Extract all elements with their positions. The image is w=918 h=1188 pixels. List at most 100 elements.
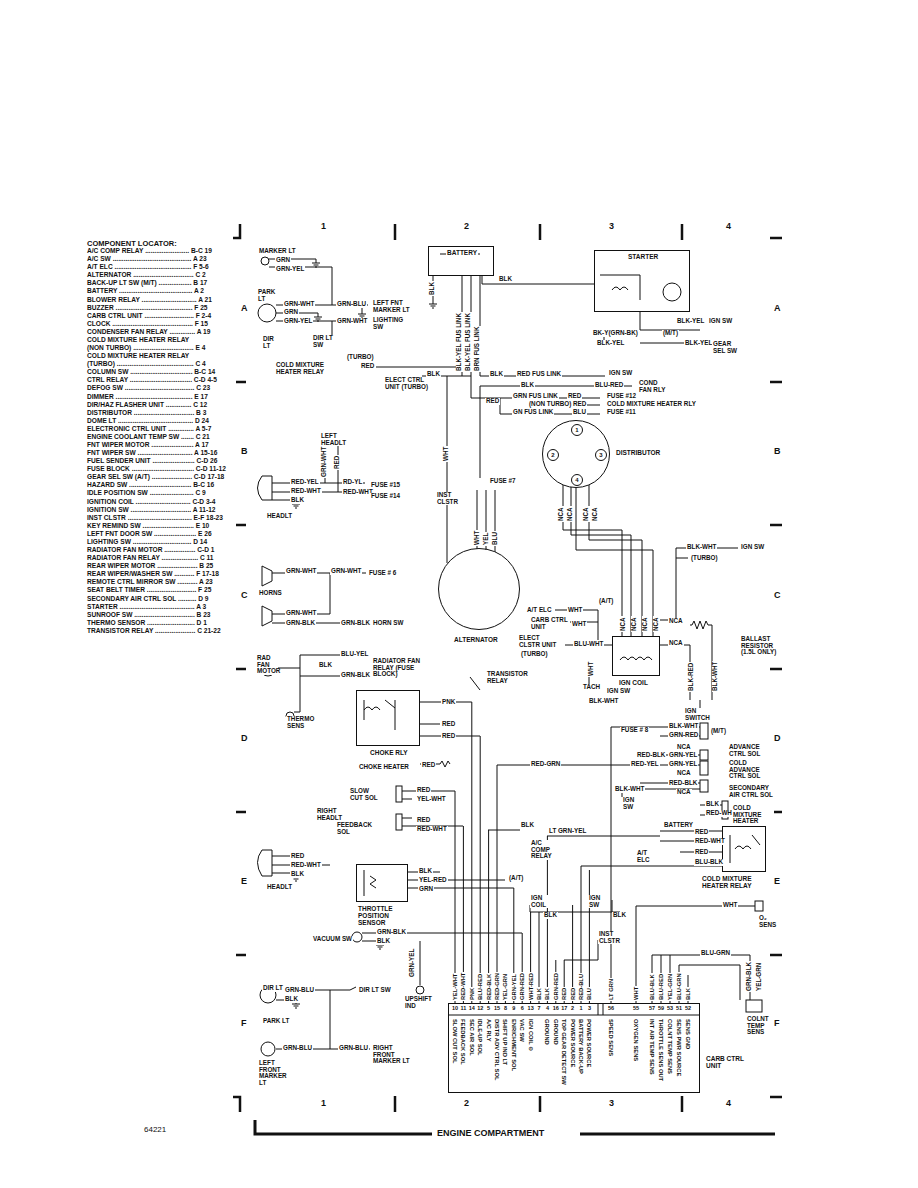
wire-label: (M/T) [710,728,727,735]
wire-label: RED-WHT [342,489,374,496]
wire-label: NCA [620,616,627,632]
pin-number: 3 [587,1006,592,1012]
wire-connector [482,276,594,284]
wire-label: GRN [283,309,299,316]
component-name: COLD MIXTURE HEATER RELAY [701,876,769,890]
wire-label: BLK-WHT [712,661,719,692]
wire-label: HEADLT [266,884,293,891]
sensor-symbol [364,870,376,896]
pin-number: 2 [570,1006,575,1012]
wire-label: BLU [572,409,587,416]
wire-label: RED-YEL [290,479,320,486]
wire-label: FUSE # 8 [620,727,649,734]
wire-label: NCA [567,506,574,522]
ignition-coil-box: IGN COIL [612,636,660,676]
lamp-symbol [261,257,269,265]
wire-label: RED-YEL [630,761,660,768]
wire-label: NCA [642,616,649,632]
wire-label: BRN FUS LINK [474,326,481,372]
pin-function: INT AIR TEMP SENS [649,1018,655,1076]
battery-box: BATTERY [428,246,494,276]
component-name: ALTERNATOR [453,637,499,644]
wire-label: RED [441,721,456,728]
locator-entry: LEFT FNT DOOR SW .......................… [86,531,213,538]
relay-symbol [730,835,760,863]
grid-reference: D [240,734,249,743]
locator-heading: COMPONENT LOCATOR: [86,240,178,248]
wire-label: MARKER LT [258,248,297,255]
wire-color: RED [561,987,567,1001]
wire-label: RED [694,849,709,856]
wire-label: UPSHIFT IND [404,996,430,1009]
pin-function: POWER SOURCE [570,1018,576,1068]
wire-label: GRN-YEL [668,752,698,759]
locator-entry: CLOCK ..................................… [86,321,209,328]
wire-label: GRN-BLK [285,620,316,627]
figure-number: 64221 [143,1126,167,1134]
wire-label: GRN-WHT [321,446,328,478]
wire-label: BLK [376,938,391,945]
pin-function: POWER SOURCE [586,1018,592,1068]
pin-number: 16 [552,1006,560,1012]
grid-reference: 1 [320,1099,327,1108]
wire-label: RED [567,393,582,400]
wire-label: IGN SWITCH [684,708,708,721]
wire-color: GRN-RED [553,972,559,1001]
wire-label: BLK-WHT [614,786,645,793]
wire-color: YEL-GRN [667,973,673,1001]
wire-label: BLU-GRN [700,950,731,957]
wire-label: GRN-BLU [338,1045,369,1052]
wire-label: GRN-RED [668,732,699,739]
component-name: DISTRIBUTOR [615,450,661,457]
pin-number: 11 [459,1006,467,1012]
wire-connector [576,488,653,636]
wire-label: BLK-WHT [686,544,717,551]
wire-label: RED [441,733,456,740]
wire-color: BLU [586,987,592,1001]
grid-reference: A [773,304,782,313]
wire-label: RIGHT FRONT MARKER LT [372,1045,416,1065]
wire-label: GRN-YEL [409,948,416,978]
locator-entry: GEAR SEL SW (A/T) ......................… [86,474,225,481]
pin-number: 7 [537,1006,542,1012]
pin-function: SPEED SENS [608,1018,614,1057]
grid-reference: 4 [725,222,732,231]
distributor-circle: DISTRIBUTOR1234 [542,420,610,488]
locator-entry: IDLE POSITION SW .......................… [86,490,207,497]
wire-label: BLK [290,497,305,504]
wire-label: WHT [722,902,738,909]
wire-label: IGN SW [588,895,604,908]
wire-label: BLK [284,996,299,1003]
wire-label: GRN [418,886,434,893]
wire-label: A/T ELC [526,607,553,614]
locator-entry: ALTERNATOR .............................… [86,272,207,279]
pin-number: 57 [648,1006,656,1012]
locator-entry: INST CLSTR .............................… [86,515,224,522]
wire-label: (A/T) [598,598,614,605]
wire-label: RED-BLK [668,780,698,787]
pin-number: 56 [607,1006,615,1012]
locator-entry: A/C COMP RELAY ........................ … [86,248,213,255]
pin-function: VAC SW [519,1018,525,1043]
wire-label: YEL [483,532,490,546]
solenoid-symbol [600,275,640,300]
wire-label: CHOKE HEATER [358,764,410,771]
grid-reference: 3 [608,1099,615,1108]
wire-label: NCA [676,770,692,777]
starter-box: STARTER [594,250,690,312]
wire-color: RED [570,987,576,1001]
frame-marks [233,224,782,1134]
locator-entry: REAR WIPER/WASHER SW ........... F 17-18 [86,571,220,578]
pin-number: 14 [468,1006,476,1012]
wire-label: WHT [571,621,587,628]
wire-label: GRN-BLU [284,987,315,994]
headlight-symbol [258,476,273,500]
pin-function: IDLE-UP SOL [477,1018,483,1057]
component-name: THROTTLE POSITION SENSOR [357,906,419,926]
wire-label: YEL-RED [418,877,448,884]
throttle-sensor-box: THROTTLE POSITION SENSOR [356,864,408,902]
wire-label: GRN-BLK [340,620,371,627]
wire-label: RED-GRN [530,761,561,768]
locator-entry: ELECTRONIC CTRL UNIT .............. A 5-… [86,426,212,433]
